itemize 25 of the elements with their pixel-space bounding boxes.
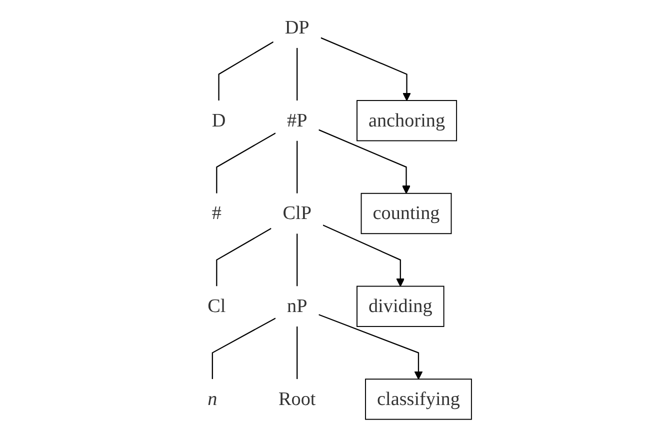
node-text: nP bbox=[287, 296, 308, 317]
connector bbox=[216, 228, 272, 286]
node-box bbox=[356, 286, 444, 327]
node-text: # bbox=[212, 202, 222, 224]
connector bbox=[296, 48, 298, 101]
connector bbox=[296, 140, 298, 194]
connector bbox=[218, 41, 274, 101]
connector bbox=[296, 326, 298, 380]
node-text: #P bbox=[287, 110, 308, 132]
node-text: Root bbox=[278, 388, 316, 410]
node-text: DP bbox=[285, 17, 310, 38]
node-box bbox=[360, 192, 452, 234]
node-text: ClP bbox=[282, 202, 312, 224]
arrow bbox=[322, 224, 405, 287]
node-text: D bbox=[212, 110, 226, 132]
arrow bbox=[318, 129, 411, 194]
node-box bbox=[365, 378, 472, 420]
arrow bbox=[318, 314, 423, 380]
connector bbox=[216, 132, 276, 194]
node-box bbox=[356, 100, 458, 142]
node-text: Cl bbox=[208, 296, 226, 317]
arrow bbox=[320, 37, 412, 101]
connector bbox=[212, 318, 276, 380]
connector bbox=[296, 234, 298, 286]
node-text: n bbox=[208, 388, 218, 410]
